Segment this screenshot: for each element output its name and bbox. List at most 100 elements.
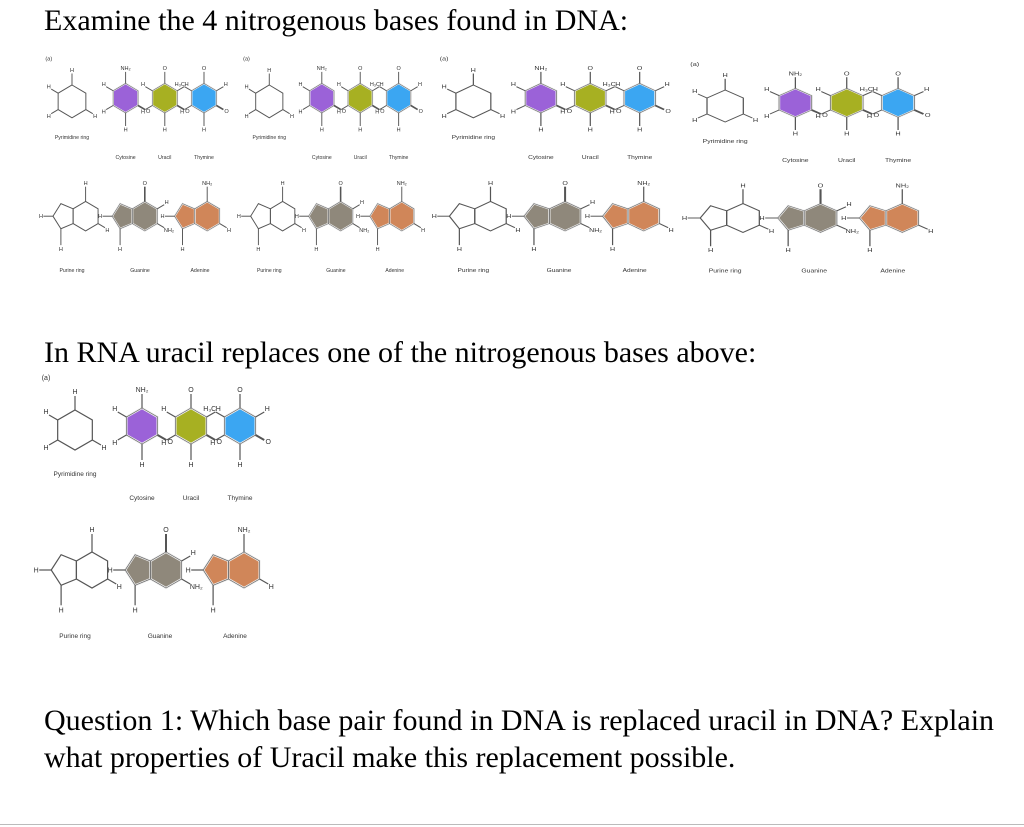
panel-tag: (a) [690, 62, 699, 68]
atom-label: H [764, 87, 770, 93]
atom-label: H [511, 81, 516, 87]
atom-label: H [873, 87, 879, 93]
atom-label: H [682, 216, 688, 222]
atom-label: H [457, 246, 462, 252]
adenine-label: Adenine [190, 268, 209, 274]
pyrimidine-ring-label: Pyrimidine ring [252, 135, 286, 141]
cytosine-label: Cytosine [528, 155, 554, 160]
atom-label: H [769, 229, 775, 235]
atom-label: H [186, 568, 191, 575]
atom-label: O [588, 66, 593, 72]
cytosine-label: Cytosine [312, 155, 332, 161]
atom-label: H [117, 584, 122, 591]
cytosine-label: Cytosine [129, 495, 155, 502]
atom-label: H [118, 247, 122, 253]
atom-label: H [637, 127, 642, 133]
atom-label: O [822, 113, 828, 119]
atom-label: H [793, 131, 799, 137]
atom-label: H [185, 82, 189, 88]
atom-label: H [141, 82, 145, 88]
atom-label: O [163, 527, 169, 534]
atom-label: H [816, 114, 822, 120]
atom-label: H [210, 440, 215, 447]
atom-label: H [816, 87, 822, 93]
atom-label: H [202, 128, 206, 134]
atom-label: NH₂ [120, 66, 130, 72]
atom-label: O [818, 183, 824, 189]
atom-label: H [191, 550, 196, 557]
thymine-label: Thymine [389, 155, 409, 161]
atom-label: H [928, 229, 934, 235]
atom-label: H [124, 128, 128, 134]
atom-label: H [669, 227, 674, 233]
atom-label: O [665, 108, 670, 114]
atom-label: H [665, 81, 670, 87]
atom-label: H [376, 247, 380, 253]
atom-label: O [358, 66, 363, 72]
purine-ring-label: Purine ring [59, 633, 91, 640]
atom-label: H [98, 214, 102, 220]
atom-label: H₃C [203, 406, 216, 413]
atom-label: H [380, 82, 384, 88]
atom-label: H [867, 114, 873, 120]
atom-label: H [895, 131, 901, 137]
atom-label: H [692, 118, 698, 124]
atom-label: H [302, 228, 306, 234]
atom-label: H [295, 214, 299, 220]
atom-label: H [844, 131, 850, 137]
atom-label: H [112, 440, 117, 447]
adenine-label: Adenine [880, 269, 906, 274]
atom-label: H [356, 214, 360, 220]
atom-label: H [47, 84, 51, 90]
uracil-label: Uracil [582, 155, 599, 160]
thymine-label: Thymine [194, 155, 214, 161]
atom-label: H [84, 181, 88, 187]
thymine-label: Thymine [885, 159, 912, 164]
pyrimidine-ring-label: Pyrimidine ring [55, 135, 89, 141]
adenine-label: Adenine [223, 633, 247, 640]
atom-label: H [59, 247, 63, 253]
page-bottom-border [0, 824, 1024, 825]
atom-label: H [531, 246, 536, 252]
atom-label: H₃C [370, 82, 380, 88]
atom-label: H [237, 214, 241, 220]
atom-label: O [397, 66, 402, 72]
atom-label: H [180, 247, 184, 253]
atom-label: H [442, 84, 447, 90]
panel-tag: (a) [440, 56, 449, 62]
adenine-label: Adenine [623, 268, 648, 273]
atom-label: NH₂ [789, 71, 803, 77]
atom-label: H [224, 82, 228, 88]
atom-label: H [43, 409, 48, 416]
atom-label: H [161, 406, 166, 413]
atom-label: NH₂ [589, 227, 602, 233]
atom-label: H [227, 228, 231, 234]
atom-label: H [320, 128, 324, 134]
atom-label: H [188, 462, 193, 469]
atom-label: O [146, 109, 151, 115]
atom-label: H [165, 200, 169, 206]
atom-label: NH₂ [534, 66, 547, 72]
uracil-label: Uracil [354, 155, 367, 161]
